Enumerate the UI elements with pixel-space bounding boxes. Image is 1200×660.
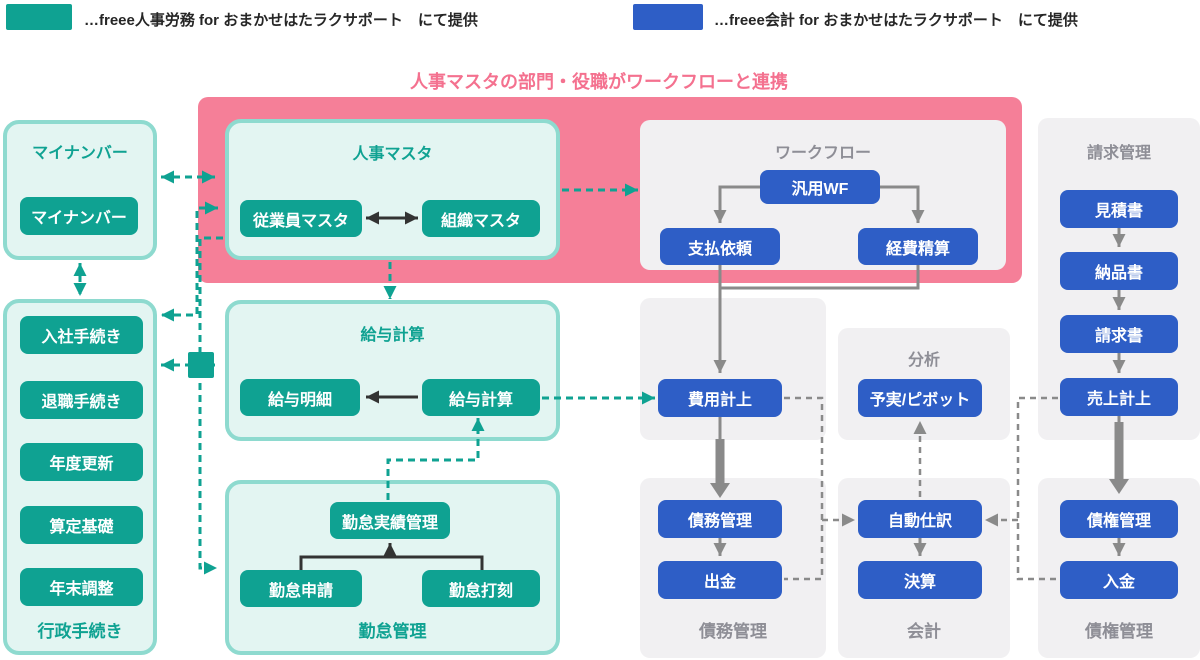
panel-gyosei-label: 行政手続き <box>37 622 123 641</box>
panel-expense <box>640 298 826 440</box>
node-payout: 出金 <box>658 561 782 599</box>
node-attendance-request: 勤怠申請 <box>240 570 362 607</box>
legend-hr-swatch <box>6 4 72 30</box>
node-expense-booking: 費用計上 <box>658 379 782 417</box>
node-onboarding: 入社手続き <box>20 316 143 354</box>
legend-accounting-swatch <box>633 4 703 30</box>
node-debt-management: 債務管理 <box>658 500 782 538</box>
panel-kintai-label: 勤怠管理 <box>358 622 427 641</box>
diagram-title: 人事マスタの部門・役職がワークフローと連携 <box>410 72 788 92</box>
node-payment-request: 支払依頼 <box>660 228 780 265</box>
node-attendance-record: 勤怠実績管理 <box>330 502 450 539</box>
panel-bunseki-title: 分析 <box>907 352 940 369</box>
panel-saimu-label: 債務管理 <box>699 622 767 641</box>
legend-hr-label: …freee人事労務 for おまかせはたラクサポート にて提供 <box>84 12 478 29</box>
node-offboarding: 退職手続き <box>20 381 143 419</box>
panel-kyuyo-title: 給与計算 <box>360 327 425 344</box>
panel-mynumber <box>3 120 157 260</box>
panel-seikyu-title: 請求管理 <box>1086 145 1151 162</box>
node-receivable-management: 債権管理 <box>1060 500 1178 538</box>
legend-accounting-label: …freee会計 for おまかせはたラクサポート にて提供 <box>714 12 1078 29</box>
node-auto-journal: 自動仕訳 <box>858 500 982 538</box>
node-org-master: 組織マスタ <box>422 200 540 237</box>
node-closing: 決算 <box>858 561 982 599</box>
panel-workflow-title: ワークフロー <box>774 145 871 162</box>
node-quotation: 見積書 <box>1060 190 1178 228</box>
link-jinji-kintai <box>198 236 223 575</box>
node-sales-booking: 売上計上 <box>1060 378 1178 416</box>
node-year-end-adjustment: 年末調整 <box>20 568 143 606</box>
node-deposit: 入金 <box>1060 561 1178 599</box>
node-expense-reimbursement: 経費精算 <box>858 228 978 265</box>
panel-kaikei-label: 会計 <box>907 622 941 641</box>
teal-junction-node <box>188 352 214 378</box>
node-annual-update: 年度更新 <box>20 443 143 481</box>
node-mynumber: マイナンバー <box>20 197 138 235</box>
node-employee-master: 従業員マスタ <box>240 200 362 237</box>
node-general-wf: 汎用WF <box>760 170 880 204</box>
node-payslip: 給与明細 <box>240 379 360 416</box>
node-forecast-pivot: 予実/ピボット <box>858 379 982 417</box>
node-standard-calc: 算定基礎 <box>20 506 143 544</box>
node-payroll-calc: 給与計算 <box>422 379 540 416</box>
panel-kyuyo <box>225 300 560 441</box>
node-time-clock: 勤怠打刻 <box>422 570 540 607</box>
panel-mynumber-title: マイナンバー <box>32 145 128 162</box>
panel-saiken-label: 債権管理 <box>1085 622 1153 641</box>
panel-jinji-title: 人事マスタ <box>352 146 433 163</box>
node-invoice: 請求書 <box>1060 315 1178 353</box>
node-delivery-slip: 納品書 <box>1060 252 1178 290</box>
